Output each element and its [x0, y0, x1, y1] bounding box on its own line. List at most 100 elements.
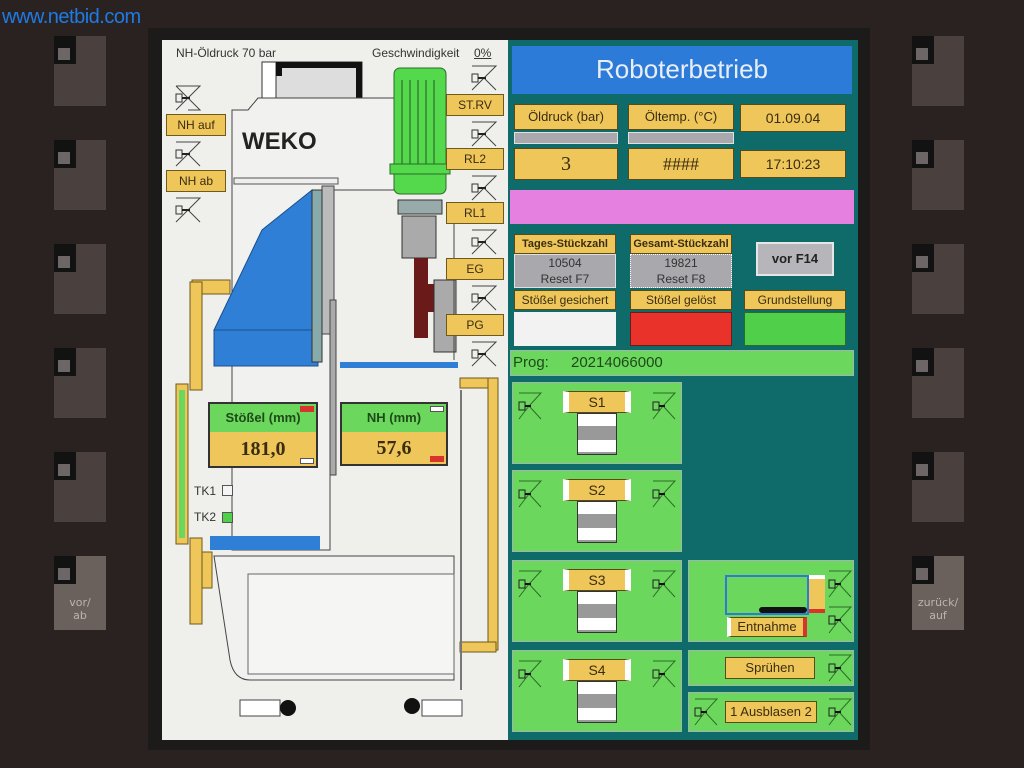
blowout-button[interactable]: 1 Ausblasen 2 — [725, 701, 817, 723]
hmi-screen: NH-Öldruck 70 bar Geschwindigkeit 0% — [162, 40, 858, 740]
station-s2-stack — [577, 501, 617, 543]
fkey-right-6[interactable]: zurück/ auf — [912, 556, 964, 630]
daily-count-reset-button[interactable]: 10504 Reset F7 — [514, 254, 616, 288]
station-s3-label: S3 — [563, 569, 631, 591]
oil-pressure-value: 3 — [514, 148, 618, 180]
valve-icon — [652, 570, 677, 598]
stoessel-label: Stößel (mm) — [210, 404, 316, 432]
station-s4-stack — [577, 681, 617, 723]
program-number: 20214066000 — [571, 354, 663, 371]
pg-button[interactable]: PG — [446, 314, 504, 336]
valve-icon — [652, 480, 677, 508]
total-count-header: Gesamt-Stückzahl — [630, 234, 732, 254]
station-s3-stack — [577, 591, 617, 633]
valve-icon — [175, 85, 202, 111]
valve-icon — [518, 660, 543, 688]
nh-down-button[interactable]: NH ab — [166, 170, 226, 192]
spray-button[interactable]: Sprühen — [725, 657, 815, 679]
home-position-indicator — [744, 312, 846, 346]
tk1-label: TK1 — [194, 484, 217, 498]
blowout-panel[interactable]: 1 Ausblasen 2 — [688, 692, 854, 732]
total-count-reset-button[interactable]: 19821 Reset F8 — [630, 254, 732, 288]
total-reset-label: Reset F8 — [656, 272, 706, 286]
robot-panel: Roboterbetrieb Öldruck (bar) Öltemp. (°C… — [508, 40, 858, 740]
st-rv-button[interactable]: ST.RV — [446, 94, 504, 116]
fkey-left-4[interactable] — [54, 348, 106, 418]
tk2-indicator — [222, 512, 233, 523]
program-label: Prog: — [513, 354, 549, 371]
oil-pressure-label: NH-Öldruck 70 bar — [176, 46, 277, 60]
time-display: 17:10:23 — [740, 150, 846, 178]
oil-temp-bar — [628, 132, 734, 144]
valve-icon — [471, 175, 498, 201]
gripper-cylinder — [809, 575, 825, 613]
brand-label: WEKO — [242, 128, 317, 155]
date-display: 01.09.04 — [740, 104, 846, 132]
station-s1-stack — [577, 413, 617, 455]
ram-secured-indicator — [514, 312, 616, 346]
valve-icon — [828, 570, 853, 598]
gripper-arm — [759, 607, 807, 613]
fkey-right-5[interactable] — [912, 452, 964, 522]
station-s4[interactable]: S4 — [512, 650, 682, 732]
total-count-value: 19821 — [664, 256, 698, 270]
station-s4-label: S4 — [563, 659, 631, 681]
eg-button[interactable]: EG — [446, 258, 504, 280]
nh-up-button[interactable]: NH auf — [166, 114, 226, 136]
ram-released-label: Stößel gelöst — [630, 290, 732, 310]
removal-button[interactable]: Entnahme — [727, 617, 807, 637]
fkey-right-2[interactable] — [912, 140, 964, 210]
station-s3[interactable]: S3 — [512, 560, 682, 642]
tk2-label: TK2 — [194, 510, 217, 524]
nh-readout: NH (mm) 57,6 — [340, 402, 448, 466]
valve-icon — [518, 392, 543, 420]
valve-icon — [471, 121, 498, 147]
stoessel-readout: Stößel (mm) 181,0 — [208, 402, 318, 468]
valve-icon — [518, 570, 543, 598]
message-bar — [510, 190, 854, 224]
press-frame-drawing — [175, 61, 499, 717]
valve-icon — [471, 285, 498, 311]
daily-count-value: 10504 — [548, 256, 582, 270]
valve-icon — [518, 480, 543, 508]
fkey-left-5[interactable] — [54, 452, 106, 522]
oil-temp-header: Öltemp. (°C) — [628, 104, 734, 130]
removal-panel[interactable]: Entnahme — [688, 560, 854, 642]
tk1-indicator — [222, 485, 233, 496]
rl2-button[interactable]: RL2 — [446, 148, 504, 170]
station-s1-label: S1 — [563, 391, 631, 413]
nh-label: NH (mm) — [342, 404, 446, 432]
next-f14-button[interactable]: vor F14 — [756, 242, 834, 276]
machine-diagram: NH-Öldruck 70 bar Geschwindigkeit 0% — [162, 40, 508, 740]
station-s2-label: S2 — [563, 479, 631, 501]
valve-icon — [471, 65, 498, 91]
valve-icon — [828, 606, 853, 634]
fkey-left-6[interactable]: vor/ ab — [54, 556, 106, 630]
home-position-label: Grundstellung — [744, 290, 846, 310]
valve-icon — [652, 392, 677, 420]
stoessel-value: 181,0 — [210, 432, 316, 466]
fkey-right-1[interactable] — [912, 36, 964, 106]
valve-icon — [652, 660, 677, 688]
station-s2[interactable]: S2 — [512, 470, 682, 552]
fkey-left-1[interactable] — [54, 36, 106, 106]
fkey-right-3[interactable] — [912, 244, 964, 314]
speed-value: 0% — [474, 46, 492, 60]
daily-reset-label: Reset F7 — [540, 272, 590, 286]
oil-pressure-bar — [514, 132, 618, 144]
rl1-button[interactable]: RL1 — [446, 202, 504, 224]
valve-icon — [828, 698, 853, 726]
fkey-right-4[interactable] — [912, 348, 964, 418]
spray-panel[interactable]: Sprühen — [688, 650, 854, 686]
valve-icon — [828, 654, 853, 682]
valve-icon — [175, 141, 202, 167]
mode-title: Roboterbetrieb — [512, 46, 852, 94]
watermark: www.netbid.com — [2, 6, 141, 28]
valve-icon — [471, 229, 498, 255]
station-s1[interactable]: S1 — [512, 382, 682, 464]
valve-icon — [694, 698, 719, 726]
valve-icon — [175, 197, 202, 223]
fkey-left-3[interactable] — [54, 244, 106, 314]
ram-secured-label: Stößel gesichert — [514, 290, 616, 310]
fkey-left-2[interactable] — [54, 140, 106, 210]
